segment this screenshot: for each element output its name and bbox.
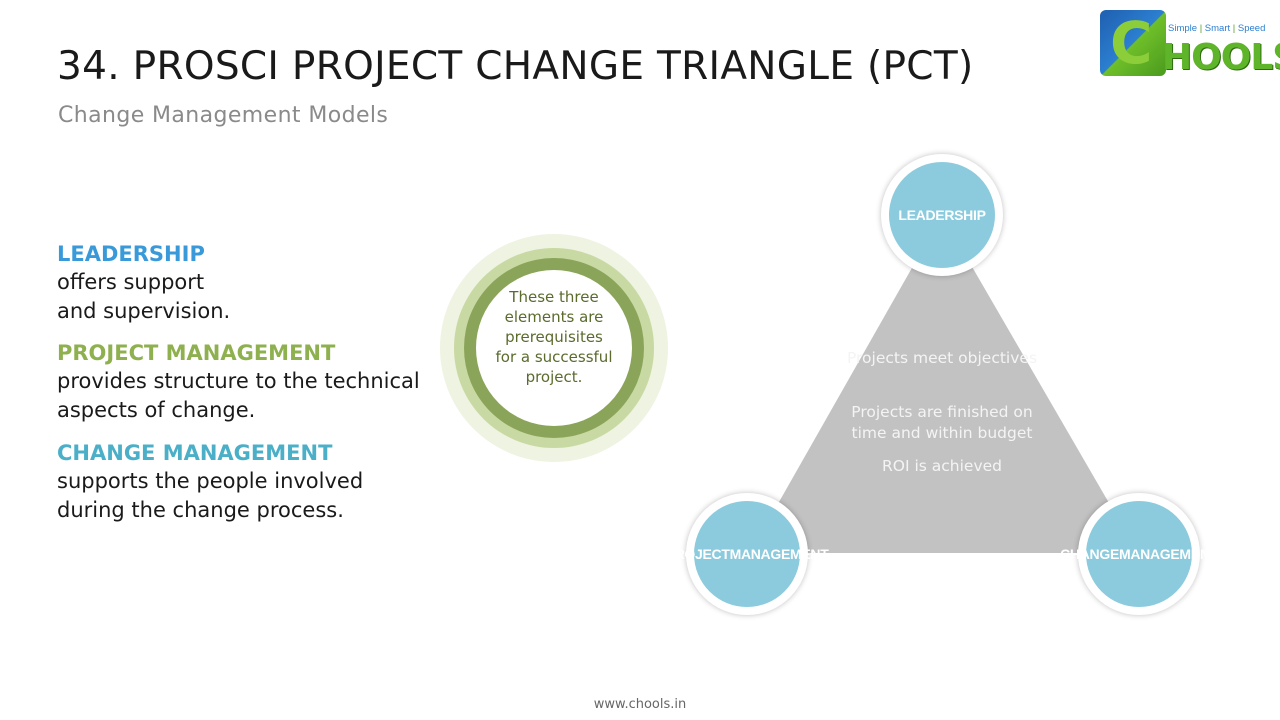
chools-logo: C Simple | Smart | Speed HOOLS xyxy=(1100,9,1280,78)
leadership-description: LEADERSHIP offers support and supervisio… xyxy=(57,240,427,326)
leadership-heading: LEADERSHIP xyxy=(57,242,205,266)
prerequisites-note: These three elements are prerequisites f… xyxy=(495,288,613,386)
leadership-text-line-2: and supervision. xyxy=(57,299,231,323)
logo-badge xyxy=(1100,10,1166,76)
change-management-description: CHANGE MANAGEMENT supports the people in… xyxy=(57,439,427,525)
logo-letter: C xyxy=(1110,9,1153,77)
tagline-smart: Smart xyxy=(1204,23,1231,34)
footer-url: www.chools.in xyxy=(593,697,687,712)
leadership-text: offers support and supervision. xyxy=(57,268,427,326)
tagline-separator: | xyxy=(1232,23,1236,34)
outcome-1: Projects meet objectives xyxy=(846,349,1038,367)
logo-wordmark: HOOLS xyxy=(1162,37,1280,78)
outcome-3: ROI is achieved xyxy=(881,457,1002,475)
outcome-2: Projects are finished on time and within… xyxy=(851,403,1033,442)
tagline-speed: Speed xyxy=(1237,23,1266,34)
leadership-text-line-1: offers support xyxy=(57,270,205,294)
change-management-text: supports the people involved during the … xyxy=(57,469,364,522)
project-management-heading: PROJECT MANAGEMENT xyxy=(57,341,336,365)
leadership-node: LEADERSHIP xyxy=(881,154,1003,276)
project-management-description: PROJECT MANAGEMENT provides structure to… xyxy=(57,339,427,425)
tagline-simple: Simple xyxy=(1168,23,1198,34)
slide-title: 34. PROSCI PROJECT CHANGE TRIANGLE (PCT) xyxy=(57,44,974,89)
project-management-text: provides structure to the technical aspe… xyxy=(57,369,420,422)
tagline-separator: | xyxy=(1199,23,1203,34)
leadership-node-label: LEADERSHIP xyxy=(889,162,995,268)
inner-circle xyxy=(476,270,632,426)
change-management-heading: CHANGE MANAGEMENT xyxy=(57,441,333,465)
slide-subtitle: Change Management Models xyxy=(58,103,389,128)
logo-tagline: Simple | Smart | Speed xyxy=(1168,23,1265,34)
